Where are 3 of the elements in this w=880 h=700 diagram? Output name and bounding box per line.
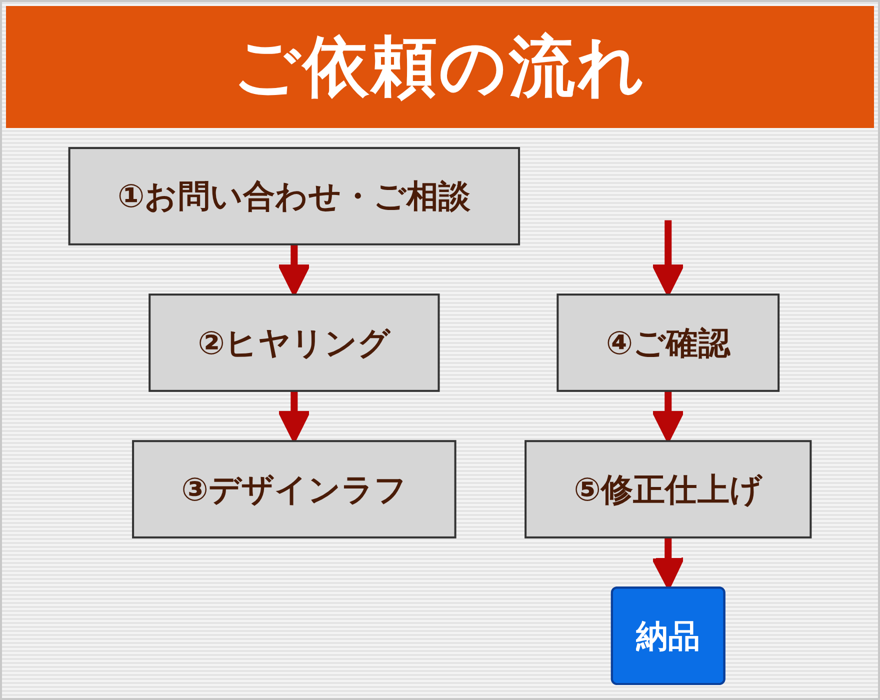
title-banner: ご依頼の流れ — [6, 6, 874, 128]
node-box: ①お問い合わせ・ご相談 — [68, 147, 520, 246]
node-box: ③デザインラフ — [132, 440, 456, 538]
